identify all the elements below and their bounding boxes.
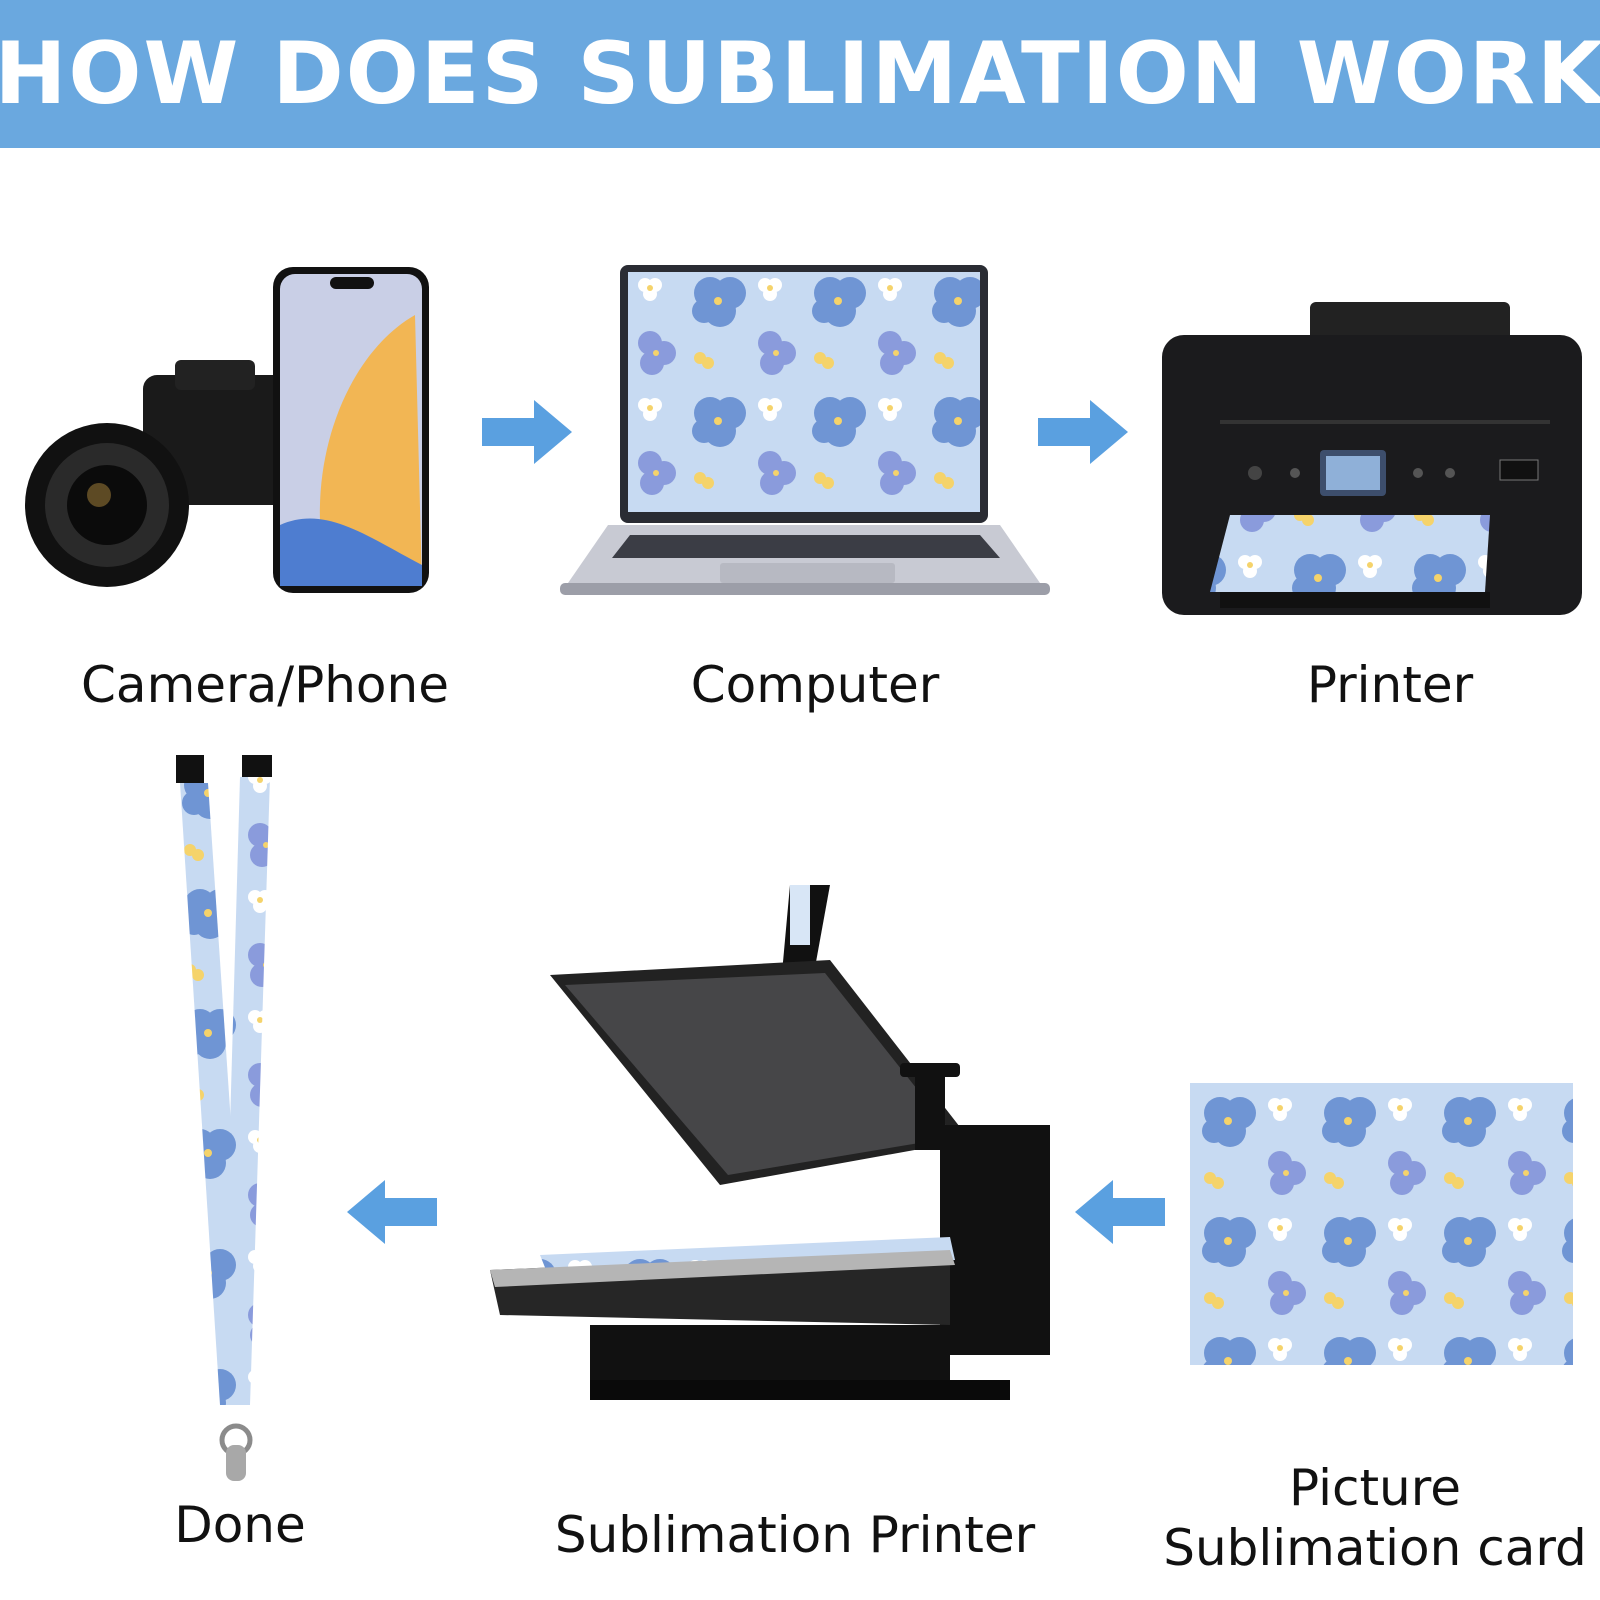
step-label-sublimation-card: Picture Sublimation card [1160,1458,1590,1578]
page-title: HOW DOES SUBLIMATION WORK [0,24,1600,124]
sublimation-card-icon [1190,1083,1573,1365]
heat-press-icon [490,885,1050,1400]
step-label-line2: Sublimation card [1163,1519,1587,1577]
left-arrow-icon [1075,1180,1165,1244]
title-banner: HOW DOES SUBLIMATION WORK [0,0,1600,148]
step-label-camera-phone: Camera/Phone [81,656,449,714]
laptop-icon [560,265,1050,595]
step-label-computer: Computer [690,656,940,714]
step-label-sublimation-printer: Sublimation Printer [554,1506,1036,1564]
printer-icon [1162,302,1582,615]
camera-phone-icon [25,267,429,593]
step-label-printer: Printer [1306,656,1474,714]
right-arrow-icon [1038,400,1128,464]
left-arrow-icon [347,1180,437,1244]
step-label-done: Done [174,1496,306,1554]
right-arrow-icon [482,400,572,464]
step-label-line1: Picture [1289,1459,1461,1517]
lanyard-icon [176,755,272,1481]
